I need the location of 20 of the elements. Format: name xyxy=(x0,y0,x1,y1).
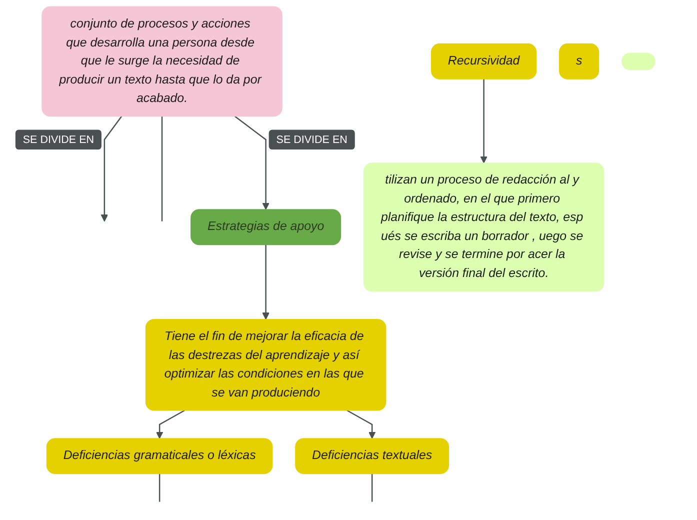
connector-line xyxy=(158,474,160,502)
node-box: conjunto de procesos y acciones que desarrolla una persona desde que le surge la necesidad de producir un texto hasta que lo da por acabado. xyxy=(42,6,282,117)
connector-line xyxy=(371,474,373,502)
edge-label: SE DIVIDE EN xyxy=(15,130,102,150)
node-box: Estrategias de apoyo xyxy=(190,209,342,246)
node-box: tilizan un proceso de redacción al y ordenado, en el que primero planifique la estructura del texto, esp ués se escriba un borrador , uego se revise y se termine por acer la versión final del escrito. xyxy=(363,162,604,292)
arrow xyxy=(480,79,488,164)
node-box: s xyxy=(558,43,600,80)
node-box: Tiene el fin de mejorar la eficacia de las destrezas del aprendizaje y así optimizar las condiciones en las que se van produciendo xyxy=(145,318,386,411)
arrow xyxy=(262,244,270,320)
connector-line xyxy=(161,116,163,222)
node-box xyxy=(621,52,656,70)
node-box: Deficiencias gramaticales o léxicas xyxy=(46,438,273,474)
node-box: Recursividad xyxy=(430,43,537,80)
arrow xyxy=(156,410,185,439)
arrow xyxy=(100,116,122,222)
arrow xyxy=(234,116,270,210)
node-box: Deficiencias textuales xyxy=(295,438,450,474)
edge-label: SE DIVIDE EN xyxy=(268,130,355,150)
arrow xyxy=(346,410,376,439)
